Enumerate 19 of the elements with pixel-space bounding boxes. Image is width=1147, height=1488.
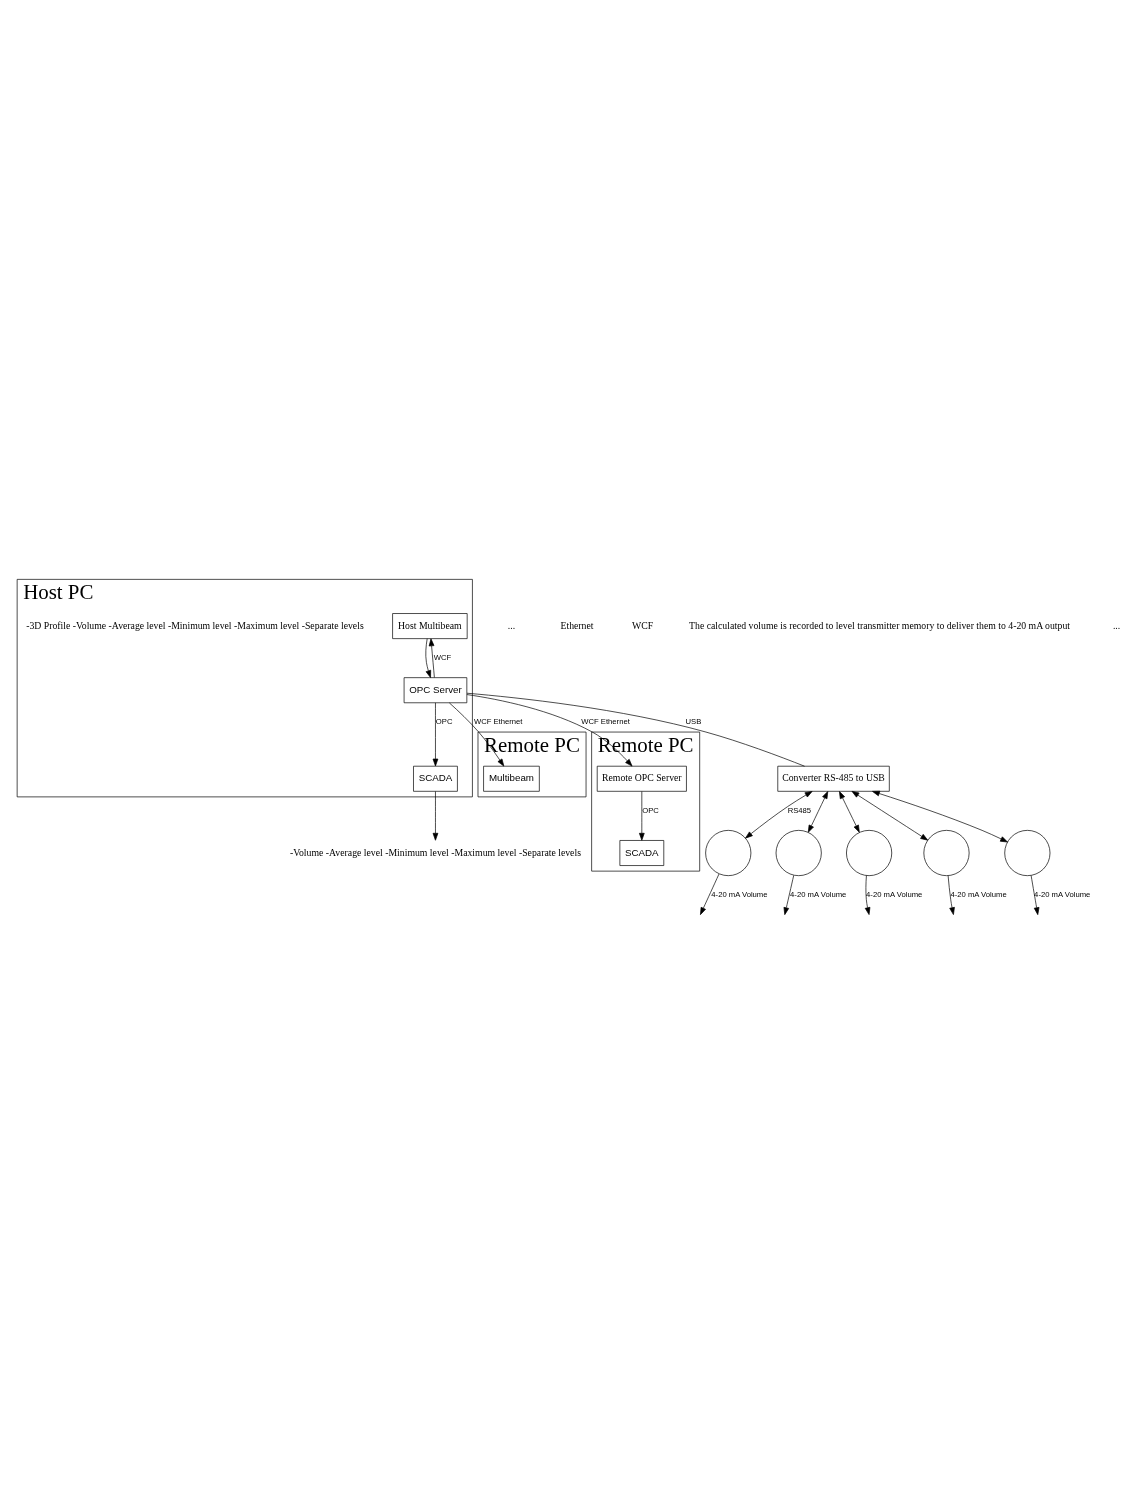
edge-label: 4-20 mA Volume [711,889,768,899]
edge-label: USB [685,716,702,726]
edge-label: WCF [433,652,452,662]
label: ... [1112,619,1121,631]
edge-label: 4-20 mA Volume [866,889,923,899]
edge-label: WCF Ethernet [473,716,523,726]
edge-label: 4-20 mA Volume [1034,889,1091,899]
label: -3D Profile -Volume -Average level -Minimum level -Maximum level -Separate levels [26,619,364,631]
node-text: -Volume -Average level -Minimum level -Maximum level -Separate levels [289,846,581,858]
edge-label: WCF Ethernet [581,716,630,726]
label: WCF [631,619,654,631]
edge-label: OPC [642,805,659,815]
label: ... [507,619,516,631]
edge-label: RS485 [787,805,812,815]
label: The calculated volume is recorded to level transmitter memory to deliver them to 4-20 mA output [689,619,1071,631]
edge-label: OPC [435,716,453,726]
edge-label: 4-20 mA Volume [950,889,1007,899]
label: Ethernet [560,619,594,631]
edge-label: 4-20 mA Volume [790,889,847,899]
